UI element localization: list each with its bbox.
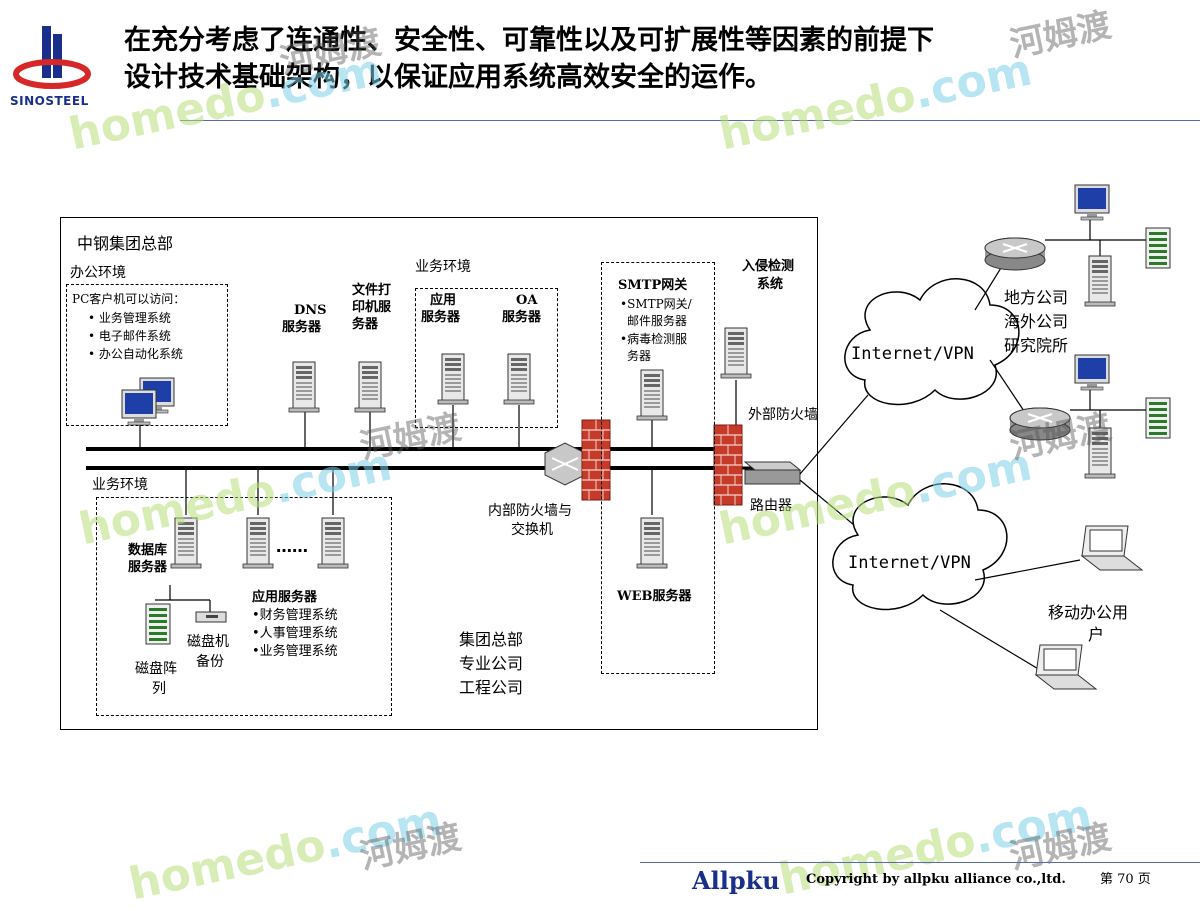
more-servers-ellipsis: …… — [276, 537, 308, 556]
group-label-1: 集团总部 — [459, 630, 524, 649]
app-servers-item: •业务管理系统 — [252, 644, 338, 659]
business-env-zone-bottom — [96, 497, 392, 716]
office-env-item: • 业务管理系统 — [88, 311, 171, 325]
page-number: 第 70 页 — [1100, 872, 1151, 887]
router-icon — [743, 461, 802, 485]
web-server-label: WEB服务器 — [617, 589, 692, 604]
mobile-users-label-2: 户 — [1088, 625, 1105, 644]
app-server-label-1: 应用 — [430, 293, 457, 308]
ext-firewall-label: 外部防火墙 — [748, 407, 818, 423]
internet-cloud-1 — [844, 278, 1020, 406]
remote-pc-1-icon — [1074, 184, 1110, 221]
mobile-laptop-2-icon — [1035, 644, 1097, 690]
smtp-line: •病毒检测服 — [620, 332, 688, 346]
dns-label-1: DNS — [294, 303, 327, 318]
remote-site-label-2: 海外公司 — [1004, 312, 1069, 331]
sinosteel-logo — [12, 24, 92, 94]
fileprint-label-1: 文件打 — [352, 283, 392, 298]
fileprint-label-3: 务器 — [352, 317, 379, 332]
dns-server-icon — [288, 361, 320, 413]
hq-network-box — [60, 217, 818, 730]
logo-emblem-icon — [13, 26, 91, 89]
dmz-zone — [601, 262, 715, 674]
smtp-title: SMTP网关 — [618, 278, 688, 293]
remote-router-1-icon — [984, 237, 1046, 271]
router-label: 路由器 — [750, 498, 792, 514]
office-env-item: • 办公自动化系统 — [88, 347, 183, 361]
disk-array-label-1: 磁盘阵 — [135, 661, 177, 677]
oa-label-1: OA — [516, 293, 538, 308]
remote-rack-1-icon — [1145, 227, 1171, 269]
page-title-line2: 设计技术基础架构，以保证应用系统高效安全的运作。 — [124, 62, 772, 93]
tape-backup-icon — [195, 611, 227, 623]
office-env-label: 办公环境 — [70, 265, 126, 281]
remote-site-label-1: 地方公司 — [1004, 288, 1069, 307]
remote-pc-2-icon — [1074, 354, 1110, 391]
logo-text: SINOSTEEL — [10, 94, 89, 108]
group-label-2: 专业公司 — [459, 654, 524, 673]
allpku-logo: Allpku — [692, 866, 780, 895]
remote-server-1-icon — [1084, 255, 1116, 307]
cloud-2-label: Internet/VPN — [848, 553, 971, 573]
smtp-line: •SMTP网关/ — [620, 297, 692, 311]
disk-array-label-2: 列 — [152, 681, 166, 697]
mobile-laptop-1-icon — [1081, 525, 1143, 571]
office-env-item: • 电子邮件系统 — [88, 329, 171, 343]
biz-env-top-label: 业务环境 — [415, 259, 471, 275]
office-env-zone — [66, 284, 228, 426]
oa-label-2: 服务器 — [502, 310, 542, 325]
ids-label-2: 系统 — [757, 277, 784, 292]
header-divider — [180, 120, 1200, 121]
file-print-server-icon — [354, 361, 386, 413]
dns-label-2: 服务器 — [282, 320, 322, 335]
business-env-zone-top — [415, 288, 558, 428]
remote-site-label-3: 研究院所 — [1004, 336, 1069, 355]
db-label-2: 服务器 — [128, 560, 168, 575]
footer-copyright: Copyright by allpku alliance co.,ltd. — [806, 872, 1066, 887]
hq-title: 中钢集团总部 — [77, 234, 174, 253]
external-firewall-icon — [713, 424, 743, 506]
db-label-1: 数据库 — [128, 543, 168, 558]
page-title-line1: 在充分考虑了连通性、安全性、可靠性以及可扩展性等因素的前提下 — [124, 25, 934, 56]
internet-cloud-2 — [832, 483, 1008, 611]
smtp-line: 邮件服务器 — [627, 314, 688, 328]
ids-server-icon — [720, 327, 752, 379]
ids-label-1: 入侵检测 — [742, 259, 795, 274]
remote-rack-2-icon — [1145, 397, 1171, 439]
tape-label-2: 备份 — [196, 654, 224, 670]
int-firewall-label-2: 交换机 — [511, 522, 553, 538]
app-servers-title: 应用服务器 — [252, 590, 318, 605]
mobile-users-label-1: 移动办公用 — [1048, 603, 1129, 622]
app-server-label-2: 服务器 — [421, 310, 461, 325]
app-servers-item: •人事管理系统 — [252, 626, 338, 641]
tape-label-1: 磁盘机 — [187, 634, 229, 650]
office-env-intro: PC客户机可以访问： — [72, 292, 186, 306]
footer-divider — [640, 862, 1200, 863]
group-label-3: 工程公司 — [459, 678, 524, 697]
int-firewall-label-1: 内部防火墙与 — [488, 503, 572, 519]
app-servers-item: •财务管理系统 — [252, 608, 338, 623]
cloud-1-label: Internet/VPN — [851, 344, 974, 364]
fileprint-label-2: 印机服 — [352, 300, 392, 315]
smtp-line: 务器 — [627, 349, 652, 363]
biz-env-bottom-label: 业务环境 — [92, 477, 148, 493]
